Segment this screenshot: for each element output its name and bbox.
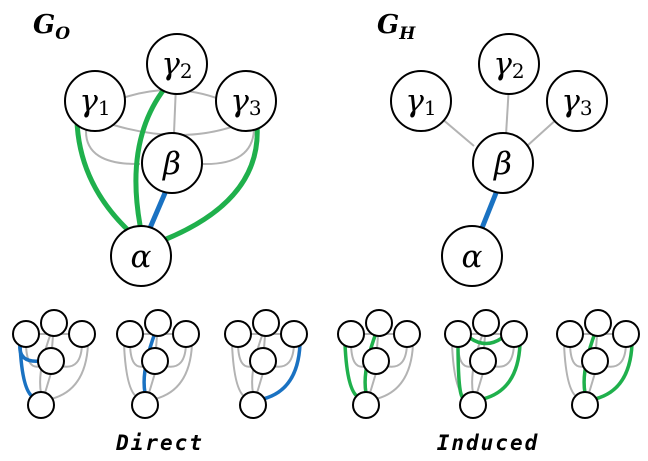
svg-text:γ1: γ1: [79, 83, 110, 120]
mini-node: [141, 347, 169, 375]
mini-node: [40, 309, 68, 337]
mini-node: [27, 391, 55, 419]
mini-node: [224, 320, 252, 348]
edge-gamma1-alpha: [74, 119, 133, 235]
mini-node: [131, 391, 159, 419]
mini-path-induced: [468, 336, 504, 346]
graph-h-title: GH: [377, 10, 416, 44]
node-gamma1: γ1: [64, 70, 126, 132]
mini-node: [472, 309, 500, 337]
edge-beta-alpha: [479, 190, 499, 231]
graph-o-title: GO: [33, 10, 70, 44]
node-gamma2: γ2: [478, 33, 540, 95]
node-gamma2: γ2: [146, 33, 208, 95]
node-beta: β: [472, 132, 534, 194]
mini-edge: [154, 343, 193, 400]
caption-direct: Direct: [115, 431, 204, 455]
svg-text:γ1: γ1: [405, 83, 436, 120]
mini-node: [172, 320, 200, 348]
edge-gamma1-beta: [84, 129, 141, 166]
svg-text:γ3: γ3: [230, 83, 261, 120]
mini-edge: [476, 372, 484, 394]
node-alpha: α: [441, 225, 503, 287]
mini-node: [239, 391, 267, 419]
mini-edge: [148, 372, 156, 394]
mini-graph-direct: [116, 309, 200, 419]
mini-node: [469, 347, 497, 375]
mini-path-induced: [593, 342, 634, 401]
node-beta: β: [141, 132, 203, 194]
svg-text:β: β: [162, 146, 181, 182]
mini-node: [581, 347, 609, 375]
mini-node: [280, 320, 308, 348]
mini-node: [116, 320, 144, 348]
mini-node: [362, 347, 390, 375]
mini-edge: [44, 372, 52, 394]
node-gamma3: γ3: [215, 70, 277, 132]
edge-gamma3-beta: [526, 117, 559, 147]
mini-node: [68, 320, 96, 348]
mini-node: [144, 309, 172, 337]
mini-node: [393, 320, 421, 348]
mini-edge: [375, 343, 414, 400]
svg-text:γ2: γ2: [493, 46, 524, 83]
mini-node: [37, 347, 65, 375]
mini-graph-direct: [224, 309, 308, 419]
mini-path-induced: [456, 340, 467, 400]
mini-node: [365, 309, 393, 337]
mini-path-direct: [261, 342, 302, 401]
svg-text:γ2: γ2: [161, 46, 192, 83]
mini-node: [12, 320, 40, 348]
node-gamma3: γ3: [546, 70, 608, 132]
svg-text:β: β: [493, 146, 512, 182]
mini-node: [556, 320, 584, 348]
svg-text:α: α: [462, 239, 483, 275]
node-gamma1: γ1: [390, 70, 452, 132]
edge-gamma3-alpha: [161, 122, 260, 243]
graph-o: GO γ2 γ1 γ3: [33, 10, 277, 287]
mini-node: [612, 320, 640, 348]
mini-node: [500, 320, 528, 348]
mini-edge: [588, 372, 596, 394]
mini-path-induced: [481, 342, 522, 401]
mini-edge: [256, 372, 264, 394]
mini-graph-induced: [444, 309, 528, 419]
caption-induced: Induced: [437, 431, 540, 455]
mini-edge: [369, 372, 377, 394]
mini-node: [571, 391, 599, 419]
mini-node: [337, 320, 365, 348]
edge-gamma1-beta: [440, 117, 475, 147]
mini-node: [352, 391, 380, 419]
mini-graph-direct: [12, 309, 96, 419]
edge-beta-alpha: [147, 190, 168, 231]
mini-graph-induced: [556, 309, 640, 419]
graph-h: GH γ2 γ1 γ3 β α: [377, 10, 608, 287]
path-examples: [12, 309, 640, 419]
mini-graph-induced: [337, 309, 421, 419]
svg-text:α: α: [131, 239, 152, 275]
svg-text:γ3: γ3: [561, 83, 592, 120]
node-alpha: α: [110, 225, 172, 287]
mini-node: [249, 347, 277, 375]
edge-gamma2-alpha: [133, 85, 168, 228]
mini-edge: [50, 343, 89, 400]
mini-node: [584, 309, 612, 337]
mini-node: [252, 309, 280, 337]
edge-gamma3-beta: [202, 129, 255, 166]
mini-node: [444, 320, 472, 348]
mini-node: [459, 391, 487, 419]
